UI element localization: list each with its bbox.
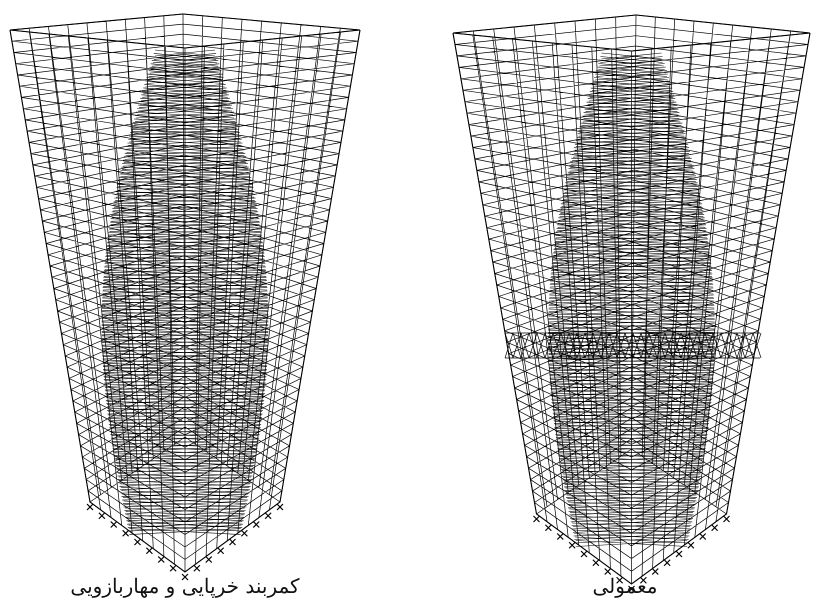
tower-outline (452, 14, 811, 585)
right-building-frame-model (452, 14, 811, 593)
braced-core (101, 49, 269, 535)
right-model-caption: معمولی (592, 574, 658, 598)
frame-grid (452, 14, 811, 585)
base-supports (533, 515, 730, 593)
left-building-frame-model (9, 13, 361, 581)
belt-truss-band (504, 332, 762, 359)
tower-outline (9, 13, 361, 573)
braced-core (548, 52, 715, 547)
base-supports (86, 503, 284, 581)
left-model-caption: کمربند خرپایی و مهاربازویی (70, 574, 300, 598)
